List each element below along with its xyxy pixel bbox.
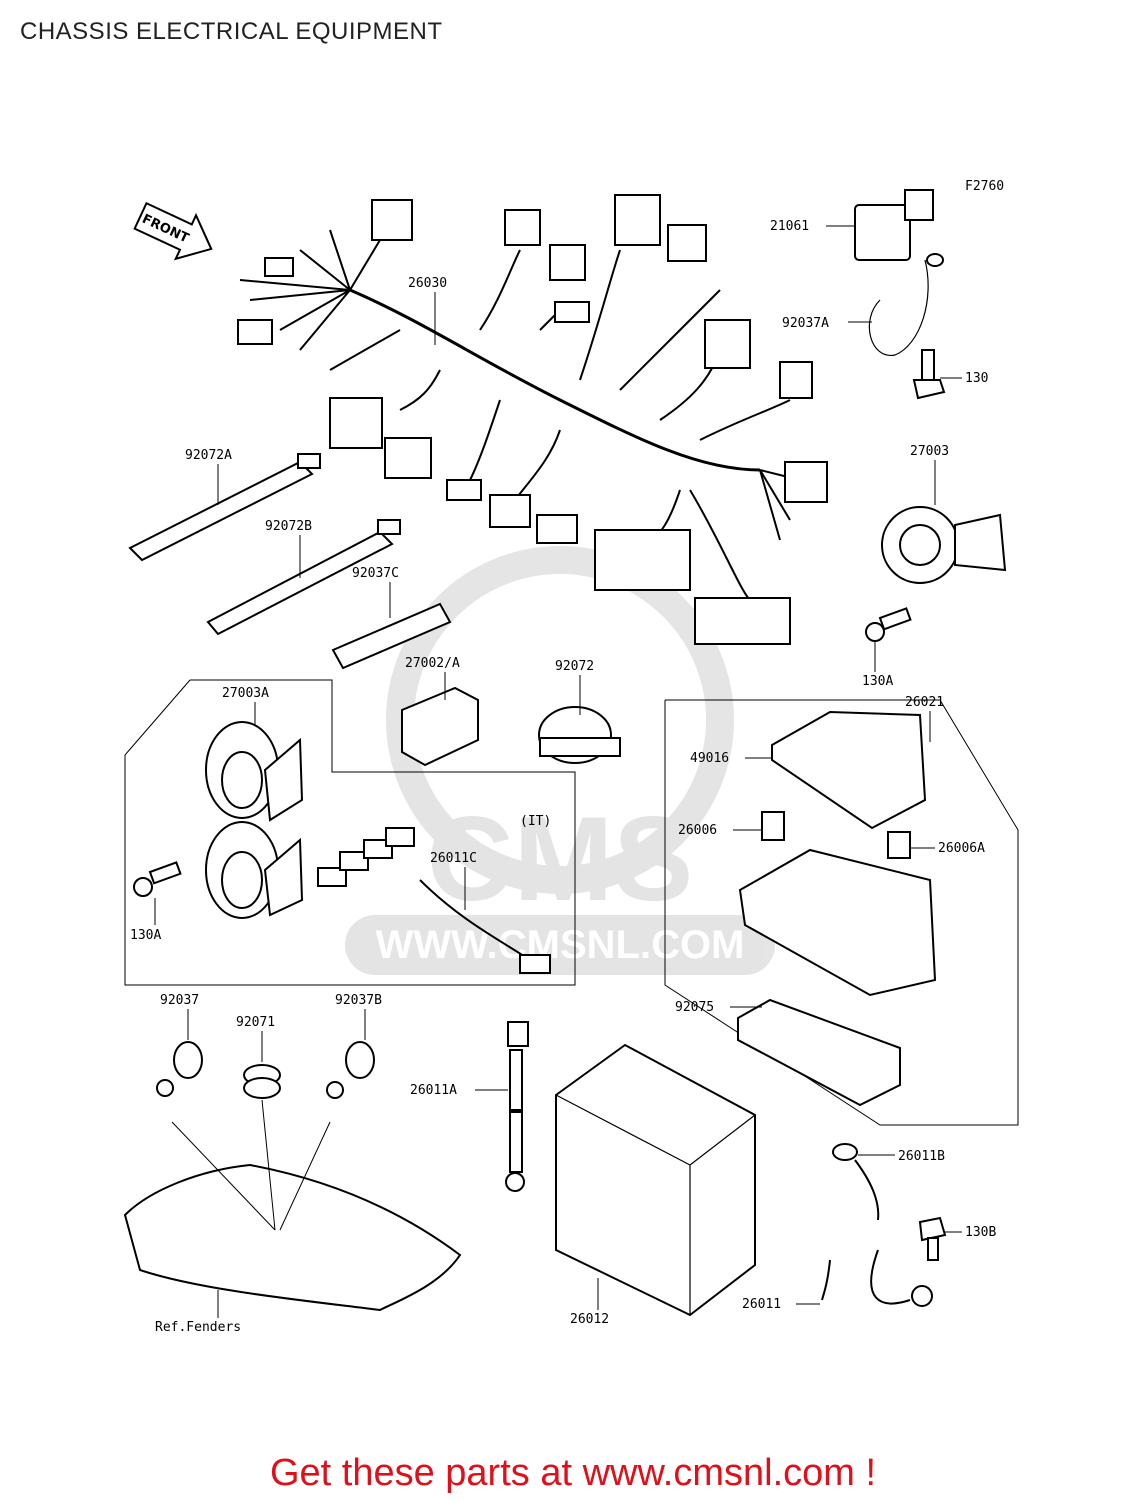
label-92075: 92075 [675, 1000, 714, 1015]
label-26006A: 26006A [938, 841, 985, 856]
part-49016-cover [771, 710, 927, 830]
label-49016: 49016 [690, 751, 729, 766]
part-26006-fuse [761, 811, 785, 841]
part-92072A-cable-tie [128, 453, 321, 562]
watermark-site: WWW.CMSNL.COM [376, 923, 745, 967]
part-92037B-clamp [326, 1041, 375, 1099]
watermark-logo: CMS [427, 792, 694, 926]
label-27002A: 27002/A [405, 656, 460, 671]
part-92071-grommet [243, 1064, 281, 1099]
label-92072: 92072 [555, 659, 594, 674]
cms-watermark: CMS WWW.CMSNL.COM [345, 546, 775, 975]
label-ref-fenders: Ref.Fenders [155, 1320, 241, 1335]
figure-code: F2760 [965, 179, 1004, 194]
label-130B: 130B [965, 1225, 996, 1240]
label-92037: 92037 [160, 993, 199, 1008]
part-26011A-lead [505, 1021, 529, 1192]
label-26021: 26021 [905, 695, 944, 710]
label-92037A: 92037A [782, 316, 829, 331]
part-27003A-horns [205, 721, 304, 919]
label-26011: 26011 [742, 1297, 781, 1312]
label-21061: 21061 [770, 219, 809, 234]
part-26011-lead [821, 1249, 933, 1307]
it-variant-box [124, 679, 576, 986]
label-130: 130 [965, 371, 988, 386]
part-26006A-fuse [887, 831, 911, 859]
part-130A-bolt-left [133, 861, 182, 897]
variant-box-label: (IT) [520, 814, 551, 829]
label-92071: 92071 [236, 1015, 275, 1030]
part-27003-horn [881, 506, 1007, 584]
front-direction-arrow: FRONT [133, 201, 213, 261]
part-26011B-lead [832, 1143, 880, 1221]
label-92072B: 92072B [265, 519, 312, 534]
part-130A-bolt-right [865, 607, 912, 642]
part-130-bolt [912, 349, 946, 400]
label-92037C: 92037C [352, 566, 399, 581]
part-27002A-relay [401, 686, 479, 767]
part-92072-band [538, 706, 621, 764]
label-92072A: 92072A [185, 448, 232, 463]
fender-reference [123, 1099, 462, 1312]
part-92075-cover [737, 998, 901, 1107]
label-26006: 26006 [678, 823, 717, 838]
fuse-box-group [664, 699, 1019, 1126]
label-130A-right: 130A [862, 674, 893, 689]
label-26011C: 26011C [430, 851, 477, 866]
label-26011B: 26011B [898, 1149, 945, 1164]
part-92037A [868, 253, 944, 356]
part-92037C-clamp [331, 602, 452, 670]
cta-link[interactable]: Get these parts at www.cmsnl.com ! [269, 1452, 877, 1494]
page-title: CHASSIS ELECTRICAL EQUIPMENT [20, 18, 443, 45]
label-26030: 26030 [408, 276, 447, 291]
part-21061 [854, 189, 934, 261]
part-26012-battery [555, 1043, 756, 1317]
part-92037-clamp [156, 1041, 203, 1097]
label-27003: 27003 [910, 444, 949, 459]
label-92037B: 92037B [335, 993, 382, 1008]
main-wiring-harness [237, 194, 828, 645]
label-130A-left: 130A [130, 928, 161, 943]
part-130B-bolt [918, 1216, 947, 1261]
part-26011C-harness [317, 827, 551, 974]
part-fuse-box [738, 848, 937, 997]
part-92072B-cable-tie [206, 519, 401, 636]
label-26011A: 26011A [410, 1083, 457, 1098]
label-27003A: 27003A [222, 686, 269, 701]
label-26012: 26012 [570, 1312, 609, 1327]
